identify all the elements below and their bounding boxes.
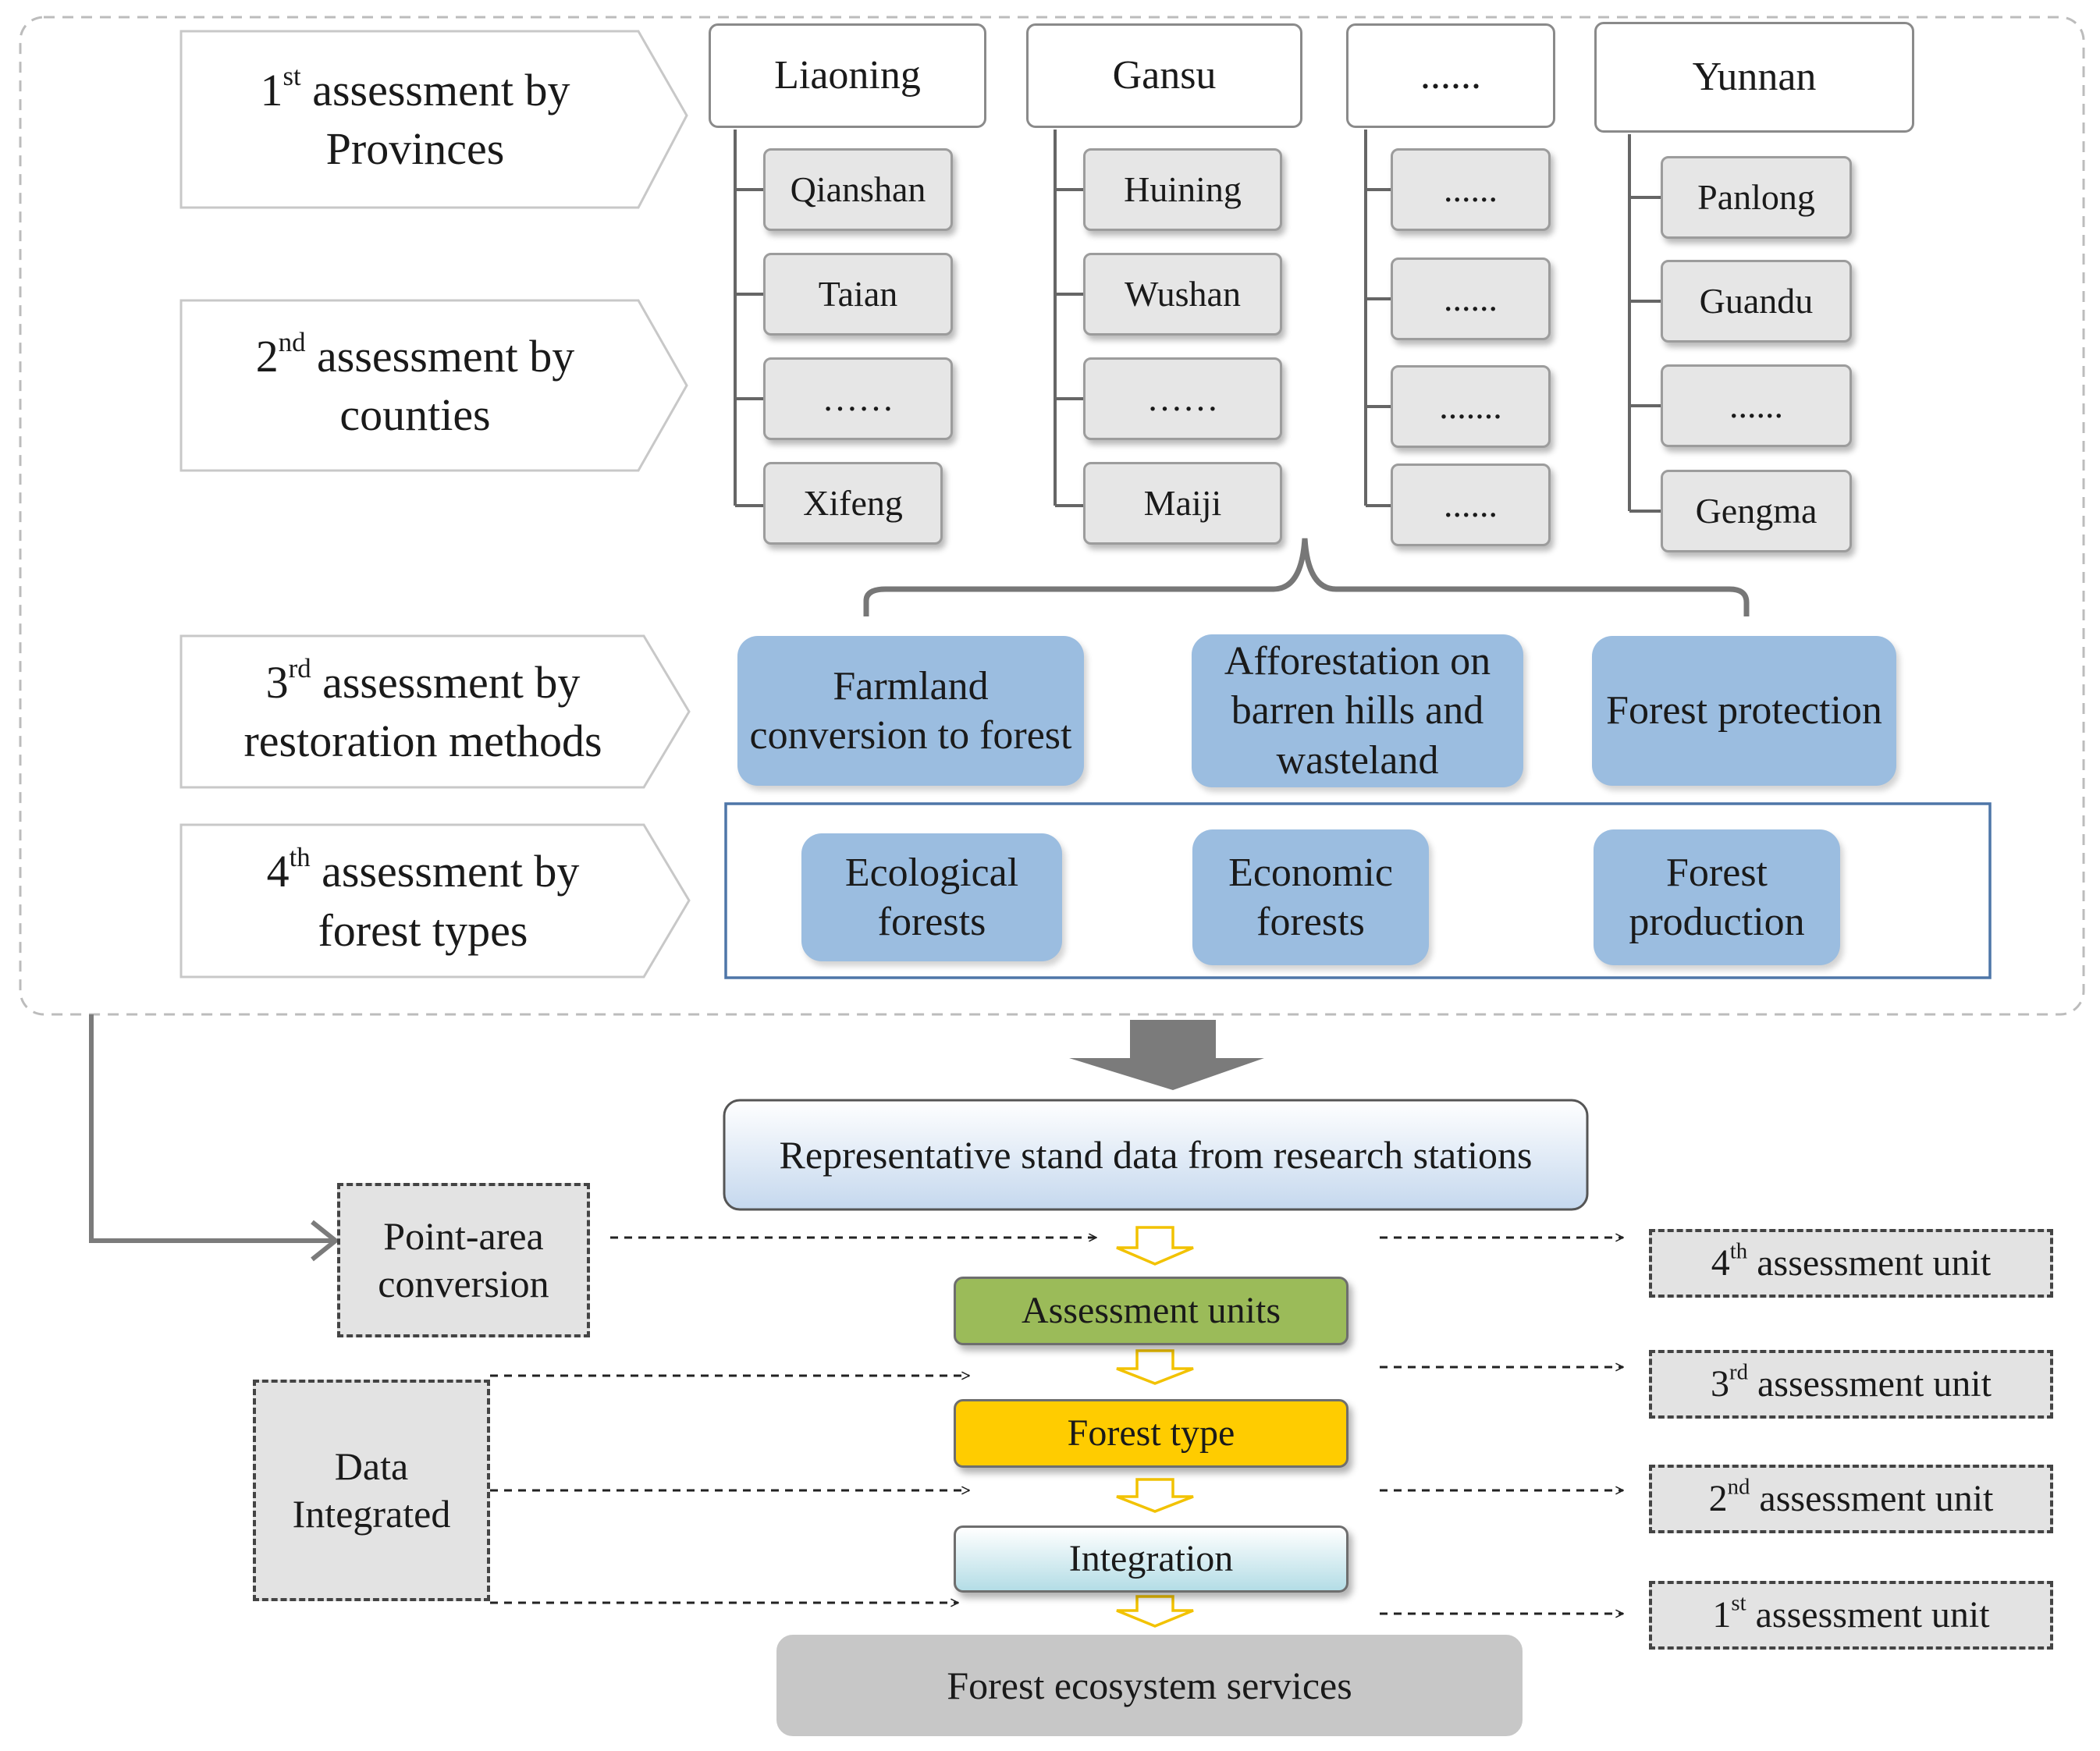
result-box-bg xyxy=(776,1635,1523,1736)
forest-type-box: Economic forests xyxy=(1192,829,1429,965)
step-integration: Integration xyxy=(954,1525,1348,1593)
level-4-label: 4th assessment by forest types xyxy=(181,825,665,977)
county-box: Gengma xyxy=(1661,470,1852,552)
level-3-chevron xyxy=(179,634,691,789)
level-1-text: assessment by xyxy=(300,64,570,115)
county-box: Maiji xyxy=(1083,462,1282,545)
big-down-arrow xyxy=(1069,1020,1264,1090)
unit-1-text: assessment unit xyxy=(1746,1593,1990,1636)
level-1-subject: Provinces xyxy=(325,123,505,174)
county-box: …… xyxy=(1083,357,1282,440)
level-4-text: assessment by xyxy=(310,846,580,897)
unit-1-ordinal: 1 xyxy=(1712,1593,1732,1636)
forest-ecosystem-services: Forest ecosystem services xyxy=(947,1663,1352,1707)
level-3-suffix: rd xyxy=(288,652,311,684)
level-1-label: 1st assessment by Provinces xyxy=(181,31,649,208)
county-box: ....... xyxy=(1391,365,1551,448)
level-4-subject: forest types xyxy=(318,904,528,956)
level-3-text: assessment by xyxy=(311,656,581,708)
unit-3-suffix: rd xyxy=(1729,1359,1748,1385)
county-box: ...... xyxy=(1391,258,1551,340)
county-box: ...... xyxy=(1391,464,1551,546)
level-2-suffix: nd xyxy=(278,326,306,357)
unit-3-text: assessment unit xyxy=(1748,1362,1992,1405)
dashed-arrows xyxy=(490,1238,1623,1614)
level-1-chevron xyxy=(179,30,688,209)
elbow-connector xyxy=(89,1014,334,1243)
level-2-label: 2nd assessment by counties xyxy=(181,300,649,471)
unit-1-box: 1st assessment unit xyxy=(1649,1581,2053,1650)
unit-1-suffix: st xyxy=(1731,1590,1746,1616)
data-integrated: Data Integrated xyxy=(253,1380,490,1601)
level-4-ordinal: 4 xyxy=(266,846,290,897)
forest-type-box: Forest production xyxy=(1594,829,1840,965)
source-stand-data: Representative stand data from research … xyxy=(779,1132,1533,1177)
level-3-label: 3rd assessment by restoration methods xyxy=(181,636,665,787)
elbow-connector-arrowhead xyxy=(311,1220,339,1262)
county-box: ...... xyxy=(1391,148,1551,231)
level-2-chevron xyxy=(179,299,688,472)
forest-type-box: Ecological forests xyxy=(801,833,1062,961)
province-box: Yunnan xyxy=(1594,22,1914,133)
source-box-bg xyxy=(723,1099,1589,1211)
county-box: …… xyxy=(763,357,953,440)
province-box: Liaoning xyxy=(709,23,986,128)
county-box: Taian xyxy=(763,253,953,336)
unit-4-text: assessment unit xyxy=(1747,1241,1992,1284)
level-3-subject: restoration methods xyxy=(243,716,602,766)
unit-3-box: 3rd assessment unit xyxy=(1649,1350,2053,1419)
unit-2-suffix: nd xyxy=(1727,1474,1750,1500)
county-box: Huining xyxy=(1083,148,1282,231)
county-box: Guandu xyxy=(1661,260,1852,343)
unit-4-box: 4th assessment unit xyxy=(1649,1229,2053,1298)
level-4-suffix: th xyxy=(289,842,311,873)
restoration-method-box: Afforestation on barren hills and wastel… xyxy=(1192,634,1523,787)
level-2-subject: counties xyxy=(339,389,491,440)
level-2-text: assessment by xyxy=(305,330,575,382)
forest-types-frame xyxy=(724,802,1992,979)
province-box: ...... xyxy=(1346,23,1555,128)
level-1-ordinal: 1 xyxy=(260,64,283,115)
level-2-ordinal: 2 xyxy=(255,330,279,382)
level-1-suffix: st xyxy=(282,60,301,91)
county-group-brace xyxy=(863,538,1750,616)
assessment-levels-container xyxy=(19,16,2085,1016)
unit-2-text: assessment unit xyxy=(1750,1477,1994,1519)
unit-3-ordinal: 3 xyxy=(1711,1362,1729,1405)
unit-2-ordinal: 2 xyxy=(1708,1477,1728,1519)
unit-2-box: 2nd assessment unit xyxy=(1649,1465,2053,1533)
county-tree-lines xyxy=(734,130,1661,513)
province-box: Gansu xyxy=(1026,23,1302,128)
county-box: Qianshan xyxy=(763,148,953,231)
level-3-ordinal: 3 xyxy=(265,656,289,708)
level-4-chevron xyxy=(179,823,691,978)
county-box: Wushan xyxy=(1083,253,1282,336)
county-box: Panlong xyxy=(1661,156,1852,239)
restoration-method-box: Forest protection xyxy=(1592,636,1896,786)
yellow-flow-arrows xyxy=(1116,1226,1194,1628)
unit-4-suffix: th xyxy=(1729,1238,1748,1264)
county-box: ...... xyxy=(1661,364,1852,447)
step-assessment-units: Assessment units xyxy=(954,1277,1348,1345)
restoration-method-box: Farmland conversion to forest xyxy=(737,636,1084,786)
point-area-conversion: Point-area conversion xyxy=(337,1183,590,1337)
step-forest-type: Forest type xyxy=(954,1399,1348,1468)
county-box: Xifeng xyxy=(763,462,943,545)
unit-4-ordinal: 4 xyxy=(1711,1241,1730,1284)
